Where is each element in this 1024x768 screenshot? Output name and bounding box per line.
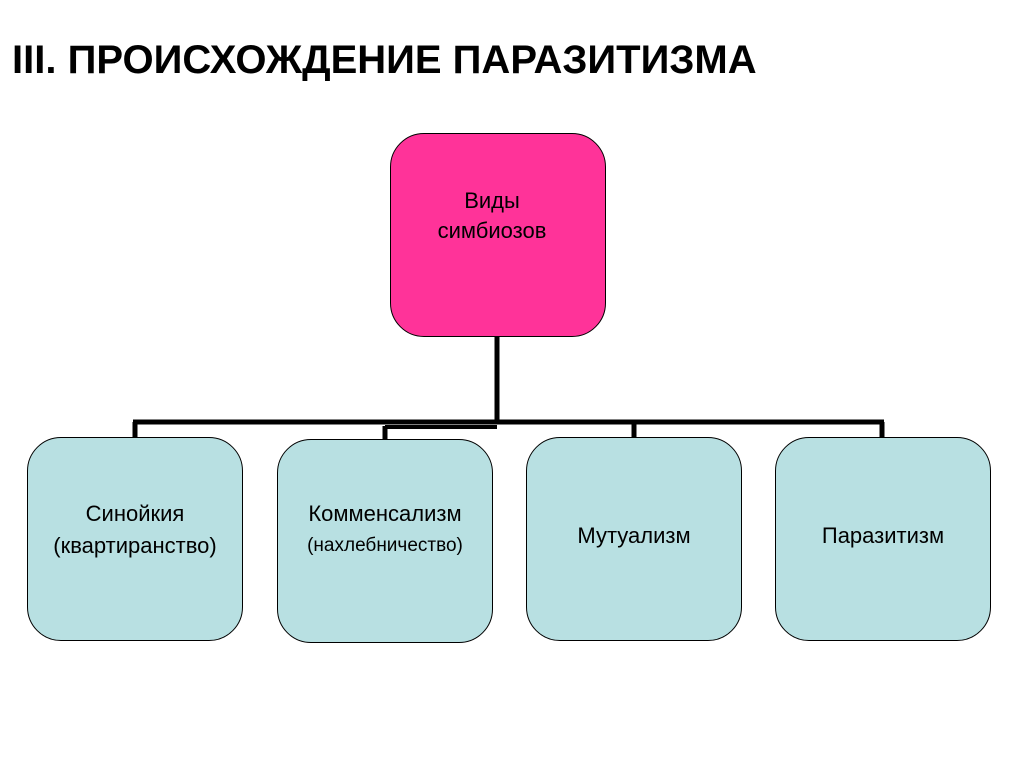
root-node-line1: Виды bbox=[464, 188, 520, 213]
root-node-symbiosis-types: Виды симбиозов bbox=[390, 133, 606, 337]
child-node-subtitle: (квартиранство) bbox=[53, 533, 217, 558]
root-node-line2: симбиозов bbox=[437, 218, 547, 243]
page-title: III. ПРОИСХОЖДЕНИЕ ПАРАЗИТИЗМА bbox=[12, 38, 757, 82]
child-node-mutualism: Мутуализм bbox=[526, 437, 742, 641]
child-node-title: Синойкия bbox=[85, 501, 185, 526]
child-node-synoikia: Синойкия (квартиранство) bbox=[27, 437, 243, 641]
child-node-commensalism: Комменсализм (нахлебничество) bbox=[277, 439, 493, 643]
child-node-title: Комменсализм bbox=[308, 501, 462, 526]
child-node-parasitism: Паразитизм bbox=[775, 437, 991, 641]
child-node-subtitle: (нахлебничество) bbox=[307, 535, 463, 556]
child-node-title: Паразитизм bbox=[821, 523, 945, 548]
child-node-title: Мутуализм bbox=[577, 523, 691, 548]
